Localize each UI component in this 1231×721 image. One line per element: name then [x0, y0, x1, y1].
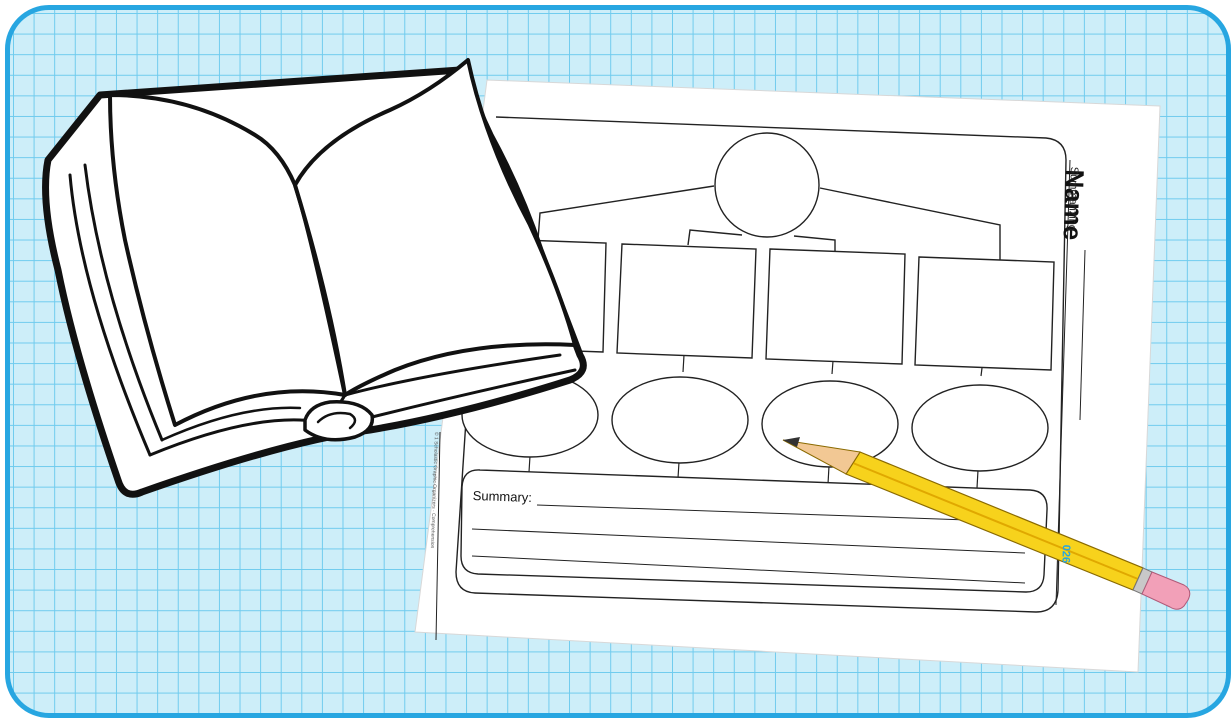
detail-box-2 [617, 244, 756, 358]
detail-oval-4 [912, 385, 1048, 471]
page-number: 026 [1059, 545, 1072, 564]
detail-boxes [518, 240, 1054, 370]
detail-oval-2 [612, 377, 748, 463]
summary-label: Summary: [472, 488, 532, 505]
topic-label: Summarizing [1066, 167, 1080, 232]
summary-box [461, 470, 1047, 592]
detail-box-4 [915, 257, 1054, 370]
detail-box-3 [766, 249, 905, 364]
